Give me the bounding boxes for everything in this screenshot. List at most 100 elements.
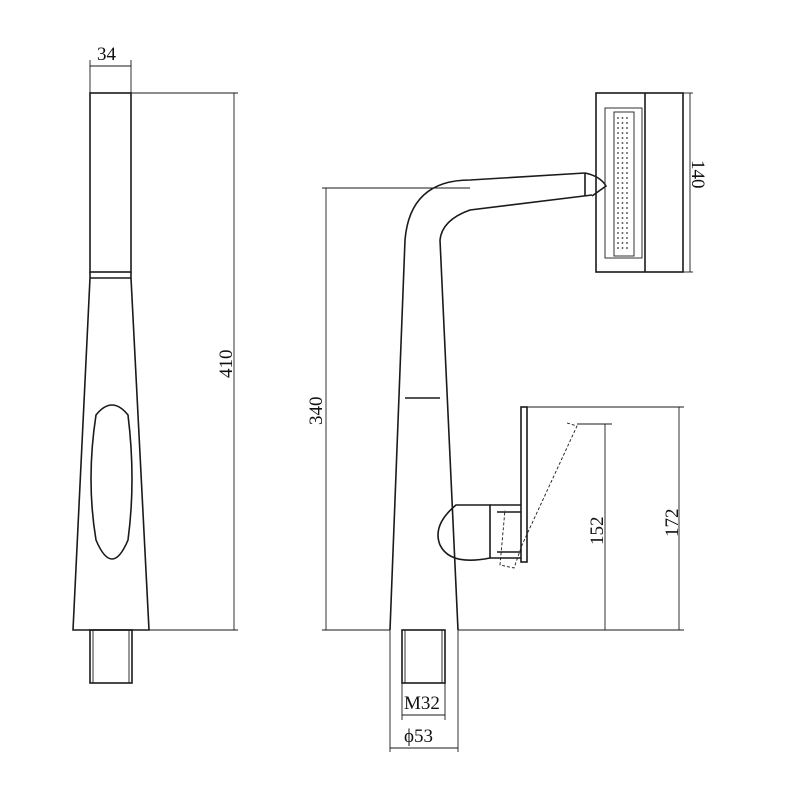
spray-dot xyxy=(626,117,628,119)
spray-dot xyxy=(626,242,628,244)
spray-dot xyxy=(621,207,624,209)
spray-dot xyxy=(621,137,624,139)
front-view: 34 410 xyxy=(72,44,238,684)
spray-face xyxy=(604,107,643,259)
spray-dot xyxy=(626,172,628,174)
spray-dot xyxy=(626,122,628,124)
spray-dot xyxy=(626,192,628,194)
spray-dot xyxy=(617,157,619,159)
front-handle-recess xyxy=(90,404,133,560)
spray-dot xyxy=(617,242,619,244)
spray-dot xyxy=(617,132,619,134)
spray-dot xyxy=(617,237,619,239)
front-body xyxy=(72,272,150,631)
spray-dot xyxy=(626,202,628,204)
spray-dot xyxy=(626,157,628,159)
spray-dot xyxy=(617,232,619,234)
spray-dot xyxy=(621,132,624,134)
spray-dot xyxy=(617,122,619,124)
spray-dot xyxy=(617,162,619,164)
spray-dot xyxy=(621,127,624,129)
spray-dot xyxy=(621,212,624,214)
spray-dot xyxy=(621,222,624,224)
spray-dot xyxy=(617,177,619,179)
spray-dot xyxy=(617,202,619,204)
spray-dot xyxy=(626,132,628,134)
side-handle-knob xyxy=(437,504,491,561)
spray-dot xyxy=(621,242,624,244)
spray-dot xyxy=(626,227,628,229)
spray-dot xyxy=(626,147,628,149)
spray-dot xyxy=(617,222,619,224)
spray-dot xyxy=(626,167,628,169)
spray-dot xyxy=(621,192,624,194)
spray-dot xyxy=(617,192,619,194)
dim-label-152: 152 xyxy=(587,517,608,546)
spray-dot xyxy=(617,152,619,154)
spray-dot xyxy=(621,187,624,189)
spray-dot xyxy=(617,147,619,149)
spray-dot xyxy=(617,227,619,229)
dim-label-34: 34 xyxy=(97,44,117,65)
spray-dot xyxy=(617,167,619,169)
spray-dot xyxy=(617,197,619,199)
spray-dot xyxy=(621,157,624,159)
front-threaded-stem xyxy=(89,629,133,684)
spray-dot xyxy=(626,162,628,164)
dim-label-172: 172 xyxy=(662,509,683,538)
spray-dot xyxy=(621,182,624,184)
spray-dot xyxy=(626,142,628,144)
spray-dot xyxy=(621,227,624,229)
spray-dot xyxy=(626,247,628,249)
spray-dot xyxy=(617,207,619,209)
spray-dot xyxy=(617,137,619,139)
dim-label-phi53: ϕ53 xyxy=(404,726,433,747)
spray-dot xyxy=(621,197,624,199)
spray-dot xyxy=(621,167,624,169)
spray-dot xyxy=(617,142,619,144)
spray-dot xyxy=(626,222,628,224)
spray-dot xyxy=(626,152,628,154)
spray-dot xyxy=(617,187,619,189)
spray-dot xyxy=(626,207,628,209)
spray-dot xyxy=(621,122,624,124)
side-spray-head xyxy=(595,92,684,273)
dim-label-410: 410 xyxy=(216,350,237,379)
spray-dot xyxy=(626,177,628,179)
spray-dot xyxy=(626,217,628,219)
spray-dot xyxy=(626,182,628,184)
spray-dot xyxy=(626,197,628,199)
spray-dot xyxy=(617,217,619,219)
dim-label-140: 140 xyxy=(687,160,708,189)
spray-dot xyxy=(617,247,619,249)
spray-dot xyxy=(621,147,624,149)
spray-dot xyxy=(626,137,628,139)
spray-dot xyxy=(621,152,624,154)
spray-dot xyxy=(621,117,624,119)
spray-nozzle-dots xyxy=(617,117,628,249)
spray-dot xyxy=(626,237,628,239)
spray-dot xyxy=(621,232,624,234)
spray-dot xyxy=(617,117,619,119)
spray-dot xyxy=(621,217,624,219)
spray-dot xyxy=(621,142,624,144)
spray-dot xyxy=(621,177,624,179)
spray-dot xyxy=(626,127,628,129)
spray-dot xyxy=(621,172,624,174)
spray-dot xyxy=(617,127,619,129)
spray-dot xyxy=(626,212,628,214)
spray-dot xyxy=(621,162,624,164)
spray-dot xyxy=(617,172,619,174)
front-spray-head xyxy=(89,92,132,273)
spray-dot xyxy=(617,212,619,214)
spray-dot xyxy=(617,182,619,184)
dim-label-340: 340 xyxy=(306,397,327,426)
handle-alt-position xyxy=(499,422,578,569)
side-body-neck xyxy=(389,172,586,631)
side-view: 140 340 152 172 M32 xyxy=(306,92,708,752)
side-handle-plate xyxy=(520,406,528,563)
side-threaded-stem xyxy=(401,629,446,684)
dim-label-m32: M32 xyxy=(404,693,440,714)
spray-dot xyxy=(626,187,628,189)
